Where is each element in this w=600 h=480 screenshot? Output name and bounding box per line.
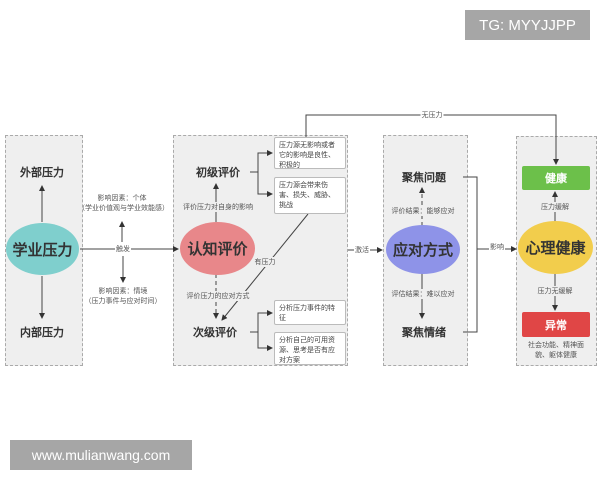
healthy-box: 健康	[522, 166, 590, 190]
secondary-appraisal-label: 次级评价	[193, 326, 237, 339]
mental-health-node: 心理健康	[518, 221, 593, 274]
factor-context: 影响因素：情境 （压力事件与应对时间）	[85, 286, 162, 306]
abnormal-detail: 社会功能、精神面貌、躯体健康	[528, 341, 584, 359]
secondary-link-label: 评价压力的应对方式	[185, 291, 251, 301]
has-stress-label: 有压力	[253, 257, 277, 267]
factor-context-detail: （压力事件与应对时间）	[84, 297, 162, 305]
note-resources: 分析自己的可用资源、思考是否有应对方案	[274, 332, 346, 365]
trigger-label: 触发	[115, 244, 131, 254]
factor-individual-detail: （学业价值观与学业效能感）	[78, 204, 169, 212]
coping-node: 应对方式	[386, 225, 460, 274]
factor-individual: 影响因素：个体 （学业价值观与学业效能感）	[78, 193, 169, 213]
emotion-link-label: 评估结果：难以应对	[390, 289, 456, 299]
note-harm: 压力源会带来伤害、损失、威胁、挑战	[274, 177, 346, 214]
factor-individual-title: 影响因素：个体	[97, 194, 147, 202]
activate-label: 激活	[354, 245, 370, 255]
internal-stress-label: 内部压力	[20, 326, 64, 339]
emotion-focus-label: 聚焦情绪	[402, 326, 446, 339]
relieved-label: 压力缓解	[540, 202, 570, 212]
academic-stress-node: 学业压力	[6, 223, 79, 275]
watermark-bottom: www.mulianwang.com	[10, 440, 192, 470]
primary-link-label: 评价压力对自身的影响	[182, 202, 254, 212]
note-benign: 压力源无影响或者它的影响是良性、积极的	[274, 137, 346, 169]
watermark-top: TG: MYYJJPP	[465, 10, 590, 40]
cognitive-appraisal-node: 认知评价	[180, 222, 255, 275]
note-event-features: 分析压力事件的特征	[274, 300, 346, 325]
problem-focus-label: 聚焦问题	[402, 171, 446, 184]
no-stress-label: 无压力	[420, 110, 444, 120]
factor-context-title: 影响因素：情境	[98, 287, 148, 295]
primary-appraisal-label: 初级评价	[196, 166, 240, 179]
problem-link-label: 评价结果：能够应对	[390, 206, 456, 216]
external-stress-label: 外部压力	[20, 166, 64, 179]
arrow-has-stress	[221, 213, 309, 321]
influence-label: 影响	[489, 242, 505, 252]
abnormal-box: 异常	[522, 312, 590, 337]
not-relieved-label: 压力无缓解	[536, 286, 574, 296]
